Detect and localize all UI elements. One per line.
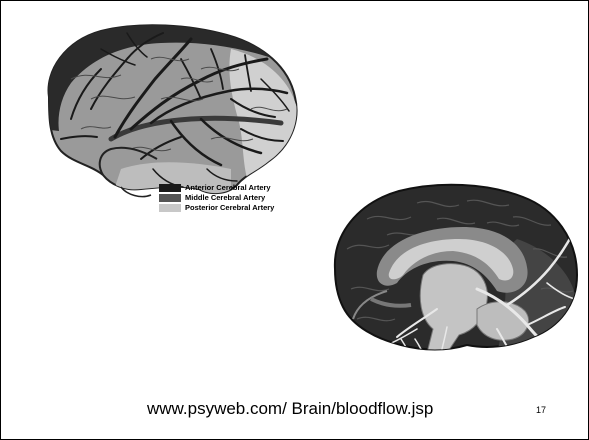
lateral-brain-illustration: [31, 19, 301, 201]
legend-item-middle: Middle Cerebral Artery: [159, 193, 274, 203]
legend-item-anterior: Anterior Cerebral Artery: [159, 183, 274, 193]
source-url: www.psyweb.com/ Brain/bloodflow.jsp: [147, 399, 433, 419]
legend-item-posterior: Posterior Cerebral Artery: [159, 203, 274, 213]
legend-label-anterior: Anterior Cerebral Artery: [185, 183, 271, 193]
artery-legend: Anterior Cerebral Artery Middle Cerebral…: [159, 183, 274, 213]
medial-brain-illustration: [327, 179, 581, 353]
legend-label-posterior: Posterior Cerebral Artery: [185, 203, 274, 213]
legend-swatch-anterior: [159, 184, 181, 192]
legend-label-middle: Middle Cerebral Artery: [185, 193, 265, 203]
page-number: 17: [536, 405, 546, 415]
legend-swatch-middle: [159, 194, 181, 202]
legend-swatch-posterior: [159, 204, 181, 212]
